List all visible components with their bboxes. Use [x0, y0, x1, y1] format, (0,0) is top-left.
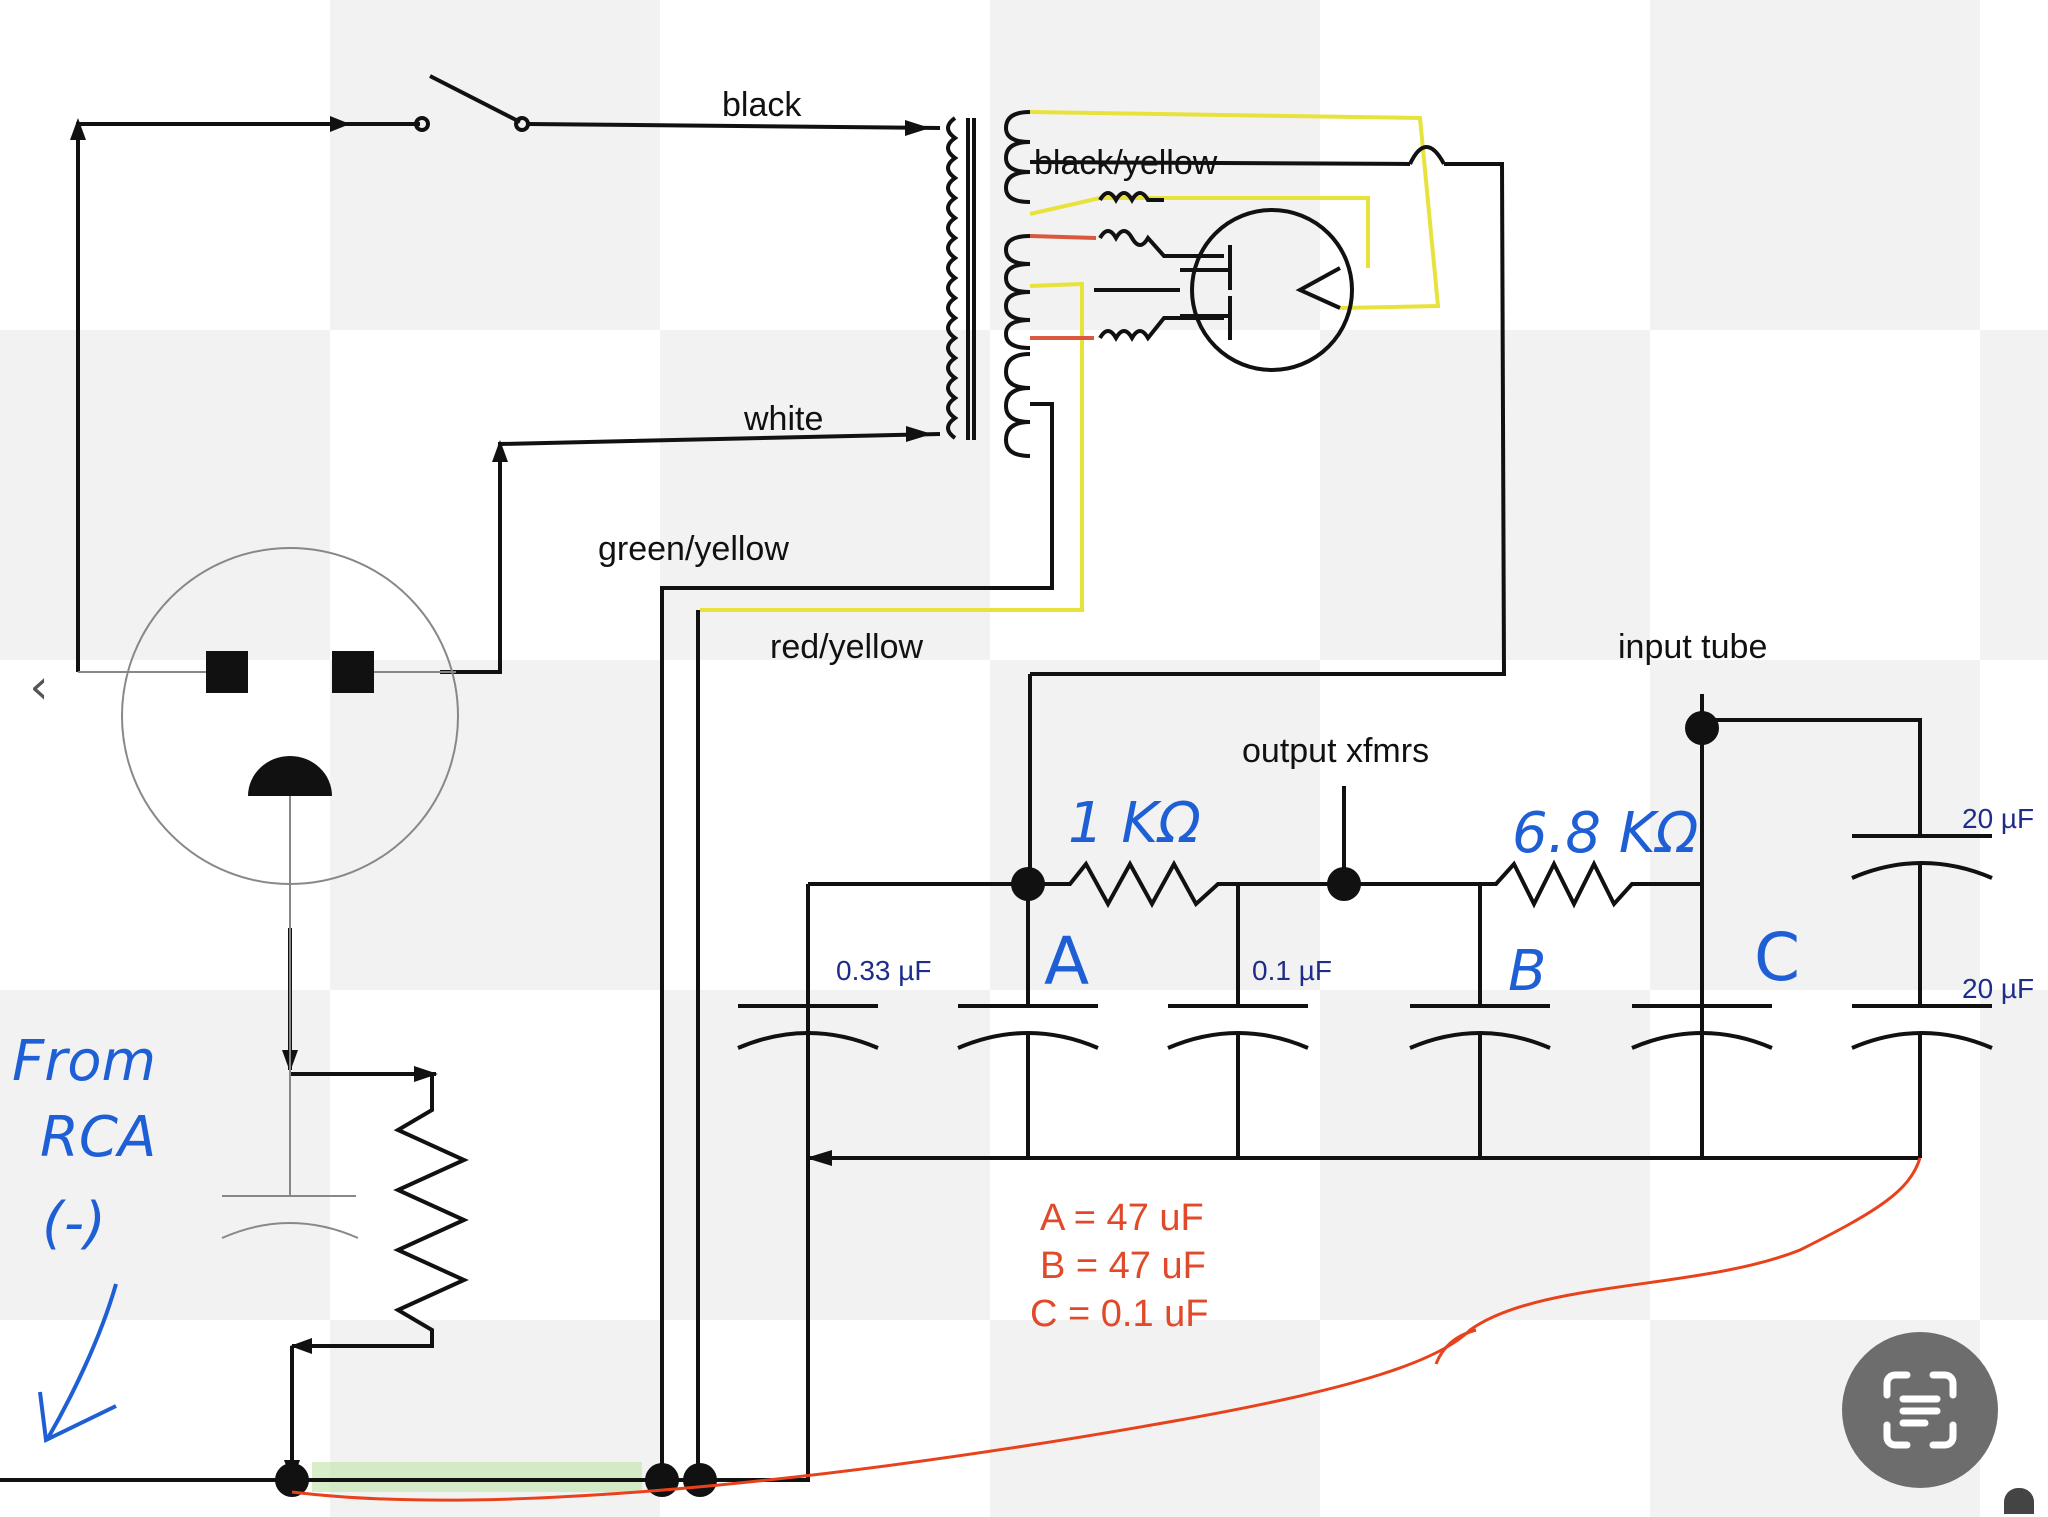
capacitor-label-c2: 0.1 µF: [1252, 955, 1332, 986]
input-tube-label: input tube: [1618, 628, 1767, 666]
back-chevron-icon[interactable]: ‹: [29, 659, 49, 715]
rectifier-tube: [1180, 208, 1354, 372]
from-label-line2: RCA: [40, 1105, 156, 1170]
capacitor-label-c3-top: 20 µF: [1962, 803, 2034, 834]
blue-arrow: [38, 1283, 118, 1444]
left-ground-network: [221, 884, 469, 1482]
note-line1: A = 47 uF: [1040, 1197, 1204, 1239]
green-yellow-wire-label: green/yellow: [598, 530, 789, 568]
red-wire-tick: [1434, 1328, 1477, 1365]
resistor-label-r2: 6.8 KΩ: [1512, 801, 1699, 866]
transformer-secondaries: [1003, 110, 1031, 458]
power-receptacle: [78, 547, 459, 885]
note-line2: B = 47 uF: [1040, 1245, 1206, 1287]
node-label-b: B: [1508, 939, 1546, 1004]
capacitor-label-c3-bottom: 20 µF: [1962, 973, 2034, 1004]
live-text-scan-button[interactable]: [1842, 1332, 1998, 1488]
info-badge-icon[interactable]: [2004, 1488, 2034, 1514]
white-wire-label: white: [743, 400, 823, 438]
capacitor-label-c1: 0.33 µF: [836, 955, 932, 986]
red-yellow-wire-label: red/yellow: [770, 628, 924, 666]
output-xfmrs-label: output xfmrs: [1242, 732, 1429, 770]
filter-network: [737, 674, 1993, 1166]
note-line3: C = 0.1 uF: [1030, 1293, 1208, 1335]
node-label-a: A: [1044, 923, 1089, 1000]
ground-bus: [0, 884, 810, 1497]
resistor-label-r1: 1 KΩ: [1068, 791, 1201, 856]
white-wire: [440, 426, 941, 674]
transformer-primary: [946, 116, 976, 440]
red-ground-wire: [291, 1157, 1922, 1502]
from-label-line3: (-): [42, 1191, 106, 1256]
transformer-leads: [660, 110, 1507, 1480]
black-yellow-wire-label: black/yellow: [1034, 144, 1218, 182]
node-label-c: C: [1754, 919, 1800, 996]
text-scan-icon: [1883, 1371, 1957, 1449]
switch-and-black-wire: [70, 74, 941, 672]
filament-chokes: [1094, 191, 1224, 343]
from-label-line1: From: [12, 1029, 156, 1094]
black-wire-label: black: [722, 86, 802, 124]
